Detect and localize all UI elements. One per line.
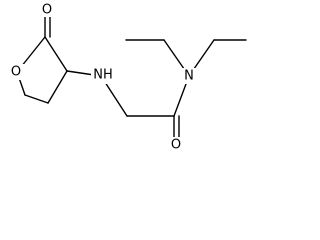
amide-nitrogen-label: N [184, 69, 194, 84]
ring-oxygen-label: O [11, 65, 21, 80]
atom-labels: O O NH N O [8, 2, 197, 153]
label-bg-lactone-carbonyl-oxygen [37, 2, 53, 17]
bond-alpha-carbon-to-beta-carbon [47, 70, 68, 104]
bond-carbonyl-carbon-to-alpha-carbon [44, 36, 68, 72]
label-bg-amide-nitrogen [181, 68, 197, 84]
label-bg-amine-nitrogen [91, 67, 115, 84]
chemical-structure-diagram: O O NH N O [8, 2, 247, 153]
amine-nitrogen-label: NH [93, 68, 113, 83]
label-bg-amide-carbonyl-oxygen [168, 137, 184, 153]
label-bg-ring-oxygen [8, 64, 24, 80]
bond-beta-carbon-to-gamma-carbon [24, 94, 49, 104]
lactone-carbonyl-oxygen-label: O [42, 3, 52, 18]
bond-group [16, 13, 247, 141]
amide-carbonyl-oxygen-label: O [171, 138, 181, 153]
